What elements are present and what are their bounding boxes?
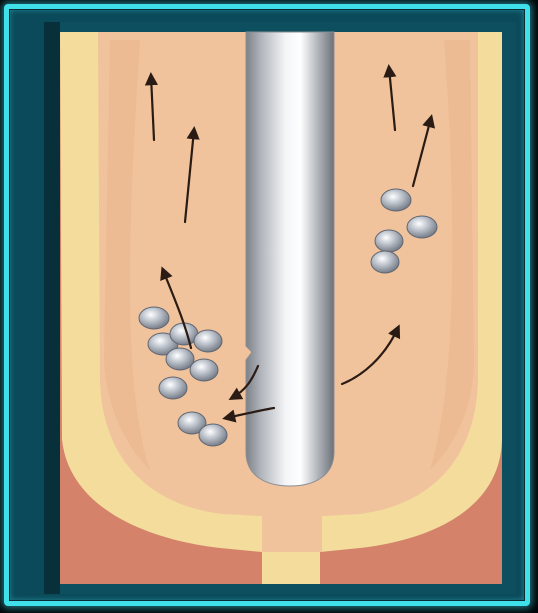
debris-particle-icon [166,348,194,370]
debris-particle-icon [371,251,399,273]
debris-particle-icon [199,424,227,446]
debris-particle-icon [375,230,403,252]
left-shadow-band [44,22,60,594]
debris-particle-icon [139,307,169,329]
debris-particle-icon [190,359,218,381]
debris-particle-icon [381,189,411,211]
debris-particle-icon [407,216,437,238]
metal-post-icon [246,32,334,486]
debris-particle-icon [159,377,187,399]
debris-particle-icon [194,330,222,352]
